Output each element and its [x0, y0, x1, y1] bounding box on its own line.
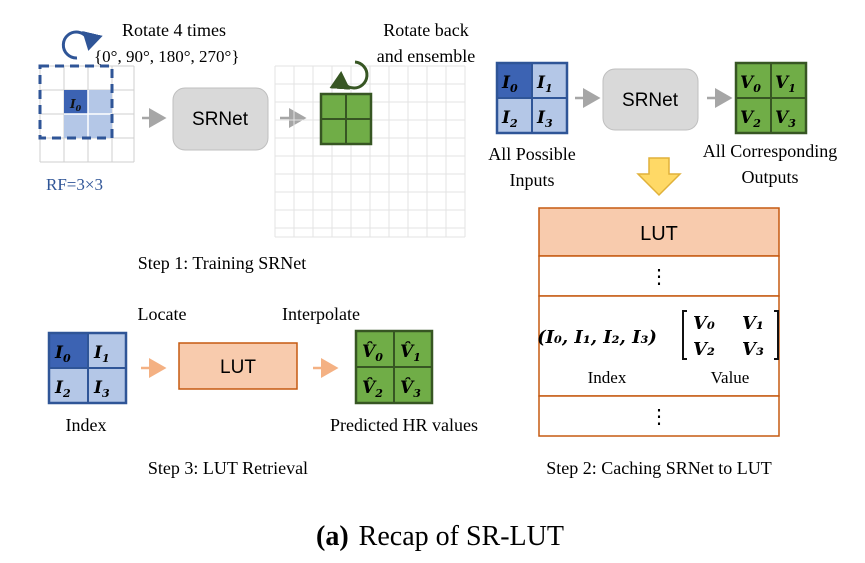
figure-caption-tag: (a)	[316, 521, 349, 552]
all-inputs-grid	[495, 61, 569, 135]
index-cell-0: I0	[54, 343, 71, 365]
lut-entry-row	[538, 295, 780, 397]
rotate-back-arrow-icon	[329, 60, 369, 90]
matrix-v2: V₂	[693, 339, 715, 360]
step3-caption: Step 3: LUT Retrieval	[148, 458, 308, 478]
lut-header-label: LUT	[640, 223, 678, 245]
figure-caption: (a) Recap of SR-LUT	[316, 521, 564, 552]
pred-cell-0: V̂0	[362, 342, 383, 364]
rotate-arrow-icon	[61, 30, 103, 60]
figure-caption-text: Recap of SR-LUT	[359, 521, 564, 552]
step1-caption: Step 1: Training SRNet	[138, 253, 307, 273]
input-cell-2: I2	[501, 108, 518, 130]
lut-header	[538, 207, 780, 257]
step2-caption: Step 2: Caching SRNet to LUT	[546, 458, 771, 478]
index-cell-1: I1	[93, 343, 110, 365]
lut-row	[538, 395, 780, 437]
pred-cell-3: V̂3	[400, 378, 421, 400]
rotate-back-label-2: and ensemble	[377, 46, 475, 66]
matrix-v1: V₁	[742, 313, 764, 334]
output-cell-3: V3	[775, 108, 796, 130]
index-cell-3: I3	[93, 378, 110, 400]
all-inputs-label-1: All Possible	[488, 144, 576, 164]
srnet-box-top	[602, 68, 699, 131]
matrix-v3: V₃	[742, 339, 764, 360]
output-hr-grid	[274, 65, 466, 238]
rf-label: RF=3×3	[46, 175, 103, 194]
index-grid	[47, 331, 128, 405]
all-outputs-label-1: All Corresponding	[703, 141, 838, 161]
kernel-cell	[64, 114, 88, 138]
kernel-cell	[88, 90, 112, 114]
lut-box-label: LUT	[220, 357, 256, 378]
matrix-brackets	[682, 310, 779, 360]
index-cell-2: I2	[54, 378, 71, 400]
kernel-label: I0	[69, 97, 82, 113]
srnet-box-step1	[172, 87, 269, 151]
srnet-label: SRNet	[192, 109, 249, 130]
all-inputs-label-2: Inputs	[510, 170, 555, 190]
lut-value-label: Value	[711, 368, 750, 387]
pred-cell-2: V̂2	[362, 378, 383, 400]
index-label: Index	[66, 415, 107, 435]
output-cell-1: V1	[775, 73, 796, 95]
lut-box	[178, 342, 298, 390]
lut-index-tuple: (I₀, I₁, I₂, I₃)	[537, 327, 657, 348]
predicted-label: Predicted HR values	[330, 415, 478, 435]
kernel-cell-i0	[64, 90, 88, 114]
srnet-label-top: SRNet	[622, 90, 679, 111]
rotate-label: Rotate 4 times	[122, 20, 226, 40]
all-outputs-label-2: Outputs	[741, 167, 798, 187]
lut-ellipsis-top: ⋮	[649, 266, 669, 288]
input-cell-0: I0	[501, 73, 518, 95]
down-arrow-icon	[636, 157, 682, 197]
input-cell-1: I1	[536, 73, 553, 95]
receptive-field-box	[38, 64, 114, 140]
all-outputs-grid	[734, 61, 808, 135]
interpolate-label: Interpolate	[282, 304, 360, 324]
lut-ellipsis-bottom: ⋮	[649, 406, 669, 428]
rotate-back-label-1: Rotate back	[383, 20, 468, 40]
lut-index-label: Index	[588, 368, 627, 387]
output-cell-0: V0	[740, 73, 761, 95]
matrix-v0: V₀	[693, 313, 715, 334]
locate-label: Locate	[138, 304, 187, 324]
rotation-angles: {0°, 90°, 180°, 270°}	[94, 47, 240, 66]
output-cell-2: V2	[740, 108, 761, 130]
predicted-grid	[354, 329, 434, 405]
kernel-cell	[88, 114, 112, 138]
input-cell-3: I3	[536, 108, 553, 130]
pred-cell-1: V̂1	[400, 342, 421, 364]
